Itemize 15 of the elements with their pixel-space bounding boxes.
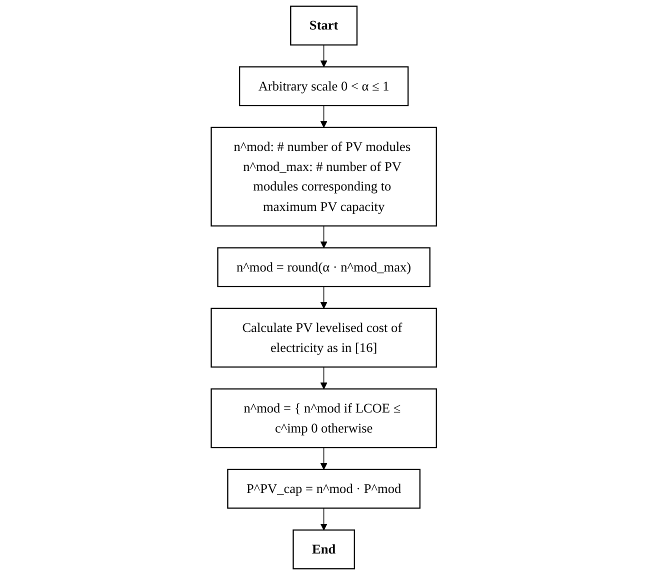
node-box: Start [290, 6, 358, 46]
arrow [320, 105, 328, 128]
arrow [320, 226, 328, 248]
node-box: P^PV_cap = n^mod · P^mod [227, 468, 421, 509]
arrow [320, 286, 328, 309]
arrow [320, 44, 328, 68]
arrow [320, 508, 328, 530]
node-box: Calculate PV levelised cost of electricity as in [16] [210, 308, 438, 368]
arrow [320, 366, 328, 390]
node-box: n^mod = { n^mod if LCOE ≤ c^imp 0 otherwise [210, 388, 438, 448]
node-box: n^mod: # number of PV modules n^mod_max: # number of PV modules corresponding to maximum PV capacity [210, 126, 438, 227]
node-box: n^mod = round(α · n^mod_max) [217, 247, 431, 288]
node-box: End [292, 529, 356, 570]
arrow [320, 447, 328, 470]
node-box: Arbitrary scale 0 < α ≤ 1 [239, 66, 409, 106]
